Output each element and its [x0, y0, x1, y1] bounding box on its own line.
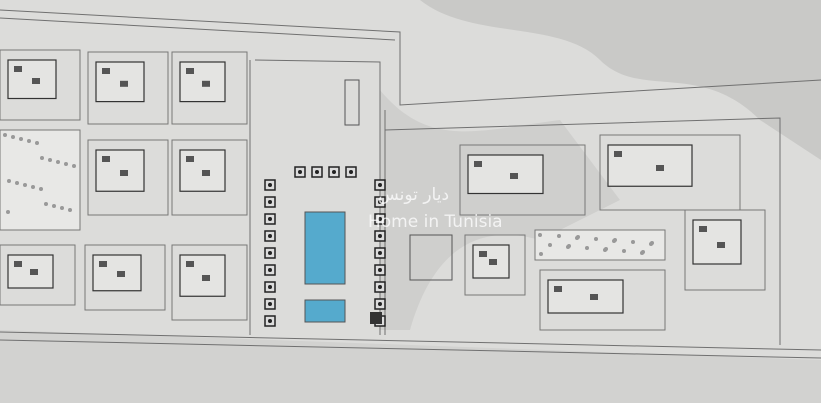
house-lot — [459, 144, 586, 216]
table-set — [264, 281, 276, 293]
house-lot — [0, 49, 81, 121]
table-set — [264, 264, 276, 276]
shadow-region — [380, 90, 620, 330]
house-lot — [464, 234, 526, 296]
main-pool — [304, 211, 346, 285]
landscaped-area — [534, 229, 666, 261]
table-set — [264, 247, 276, 259]
table-set — [374, 196, 386, 208]
landscaped-area — [0, 129, 81, 231]
house-lot — [171, 51, 248, 125]
table-set — [264, 230, 276, 242]
table-set — [374, 213, 386, 225]
table-set — [294, 166, 306, 178]
table-set — [264, 179, 276, 191]
table-set — [374, 247, 386, 259]
house-lot — [0, 244, 76, 306]
table-set — [264, 298, 276, 310]
kids-pool — [304, 299, 346, 323]
house-lot — [87, 51, 169, 125]
building-block — [344, 79, 360, 126]
house-lot — [171, 244, 248, 321]
house-lot — [87, 139, 169, 216]
table-set — [328, 166, 340, 178]
table-set — [264, 213, 276, 225]
house-lot — [539, 269, 666, 331]
table-set — [264, 315, 276, 327]
shadow-region — [420, 0, 821, 160]
house-lot — [84, 244, 166, 311]
table-set — [374, 264, 386, 276]
table-set — [374, 281, 386, 293]
table-set — [345, 166, 357, 178]
utility-marker — [370, 312, 382, 324]
paper-edge — [0, 330, 821, 403]
table-set — [374, 179, 386, 191]
road-lines — [0, 9, 821, 359]
table-set — [311, 166, 323, 178]
house-lot — [684, 209, 766, 291]
house-lot — [171, 139, 248, 216]
table-set — [264, 196, 276, 208]
table-set — [374, 298, 386, 310]
table-set — [374, 230, 386, 242]
house-lot — [599, 134, 741, 211]
house-lots — [0, 49, 766, 331]
building-block — [409, 234, 453, 281]
